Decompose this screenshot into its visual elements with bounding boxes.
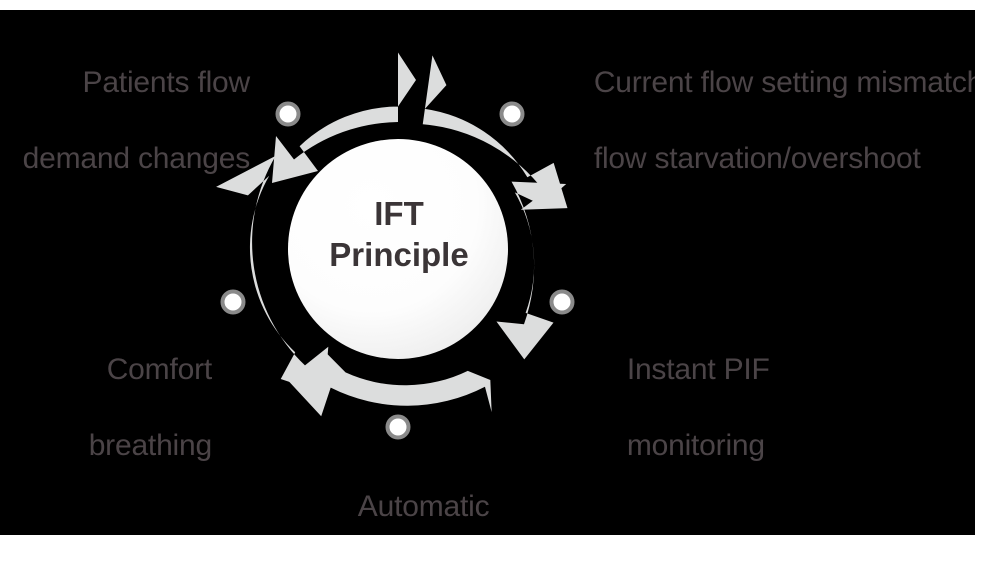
cycle-arrow-patients-flow bbox=[272, 52, 416, 183]
cycle-arrow-instant-pif bbox=[496, 181, 567, 360]
cycle-arrow-comfort-breathing bbox=[216, 155, 329, 394]
cycle-marker-patients-flow bbox=[275, 101, 301, 127]
cycle-segment-patients-flow[interactable] bbox=[272, 52, 416, 184]
ift-principle-cycle-diagram bbox=[212, 52, 587, 440]
cycle-segment-instant-pif[interactable] bbox=[480, 175, 587, 362]
hub-circle[interactable] bbox=[288, 139, 508, 359]
slide-background: IFT Principle Patients flow demand chang… bbox=[0, 10, 975, 535]
cycle-marker-automatic-flow-titration bbox=[385, 414, 411, 440]
cycle-segment-automatic-flow-titration[interactable] bbox=[287, 350, 494, 440]
cycle-segment-comfort-breathing[interactable] bbox=[212, 155, 331, 394]
cycle-arrow-automatic-flow-titration bbox=[288, 351, 492, 417]
cycle-marker-current-flow-mismatch bbox=[499, 101, 525, 127]
cycle-marker-comfort-breathing bbox=[220, 289, 246, 315]
cycle-marker-instant-pif bbox=[549, 289, 575, 315]
